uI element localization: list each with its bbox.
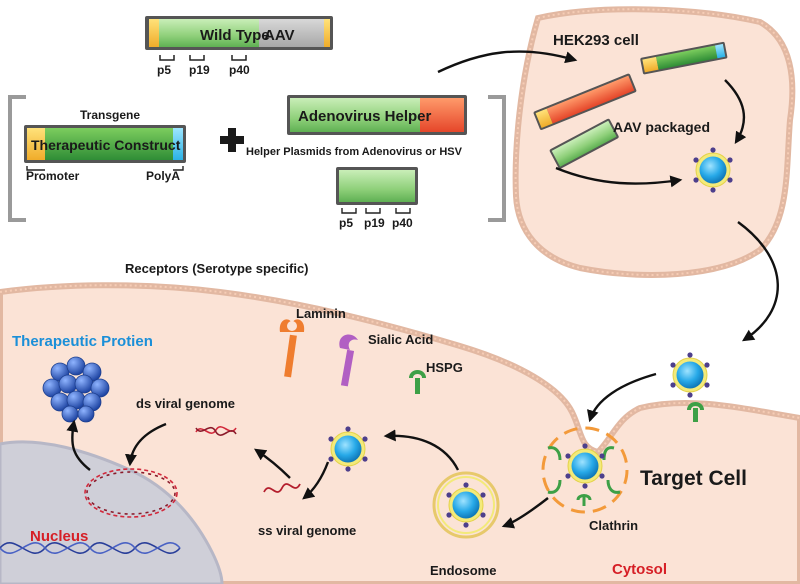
hspg-label: HSPG: [426, 360, 463, 375]
rep-cap-in-cell: [549, 118, 619, 169]
hspg-receptor: [409, 370, 426, 394]
receptors-label: Receptors (Serotype specific): [125, 261, 309, 276]
clathrin-label: Clathrin: [589, 518, 638, 533]
arrows-cell: [66, 372, 657, 529]
endosome-label: Endosome: [430, 563, 496, 578]
nucleus-label: Nucleus: [30, 528, 88, 545]
endosome: [432, 471, 500, 539]
sialic-acid-label: Sialic Acid: [368, 332, 433, 347]
helper-plasmids-label: Helper Plasmids from Adenovirus or HSV: [246, 146, 463, 158]
ss-viral-genome: [263, 483, 301, 493]
left-bracket: [8, 95, 26, 222]
arrows-top: [437, 50, 779, 342]
sialic-acid-receptor: [339, 334, 358, 387]
p5-label-bottom: p5: [339, 216, 353, 230]
target-cell-label: Target Cell: [640, 467, 747, 490]
hek293-cell-label: HEK293 cell: [553, 32, 639, 49]
ss-viral-genome-label: ss viral genome: [258, 523, 356, 538]
p19-label-bottom: p19: [364, 216, 385, 230]
chromatin-dna: [0, 542, 181, 554]
therapeutic-protein-label: Therapeutic Protien: [12, 333, 153, 350]
adenovirus-helper-label: Adenovirus Helper: [298, 108, 432, 125]
laminin-label: Laminin: [296, 306, 346, 321]
p19-label-top: p19: [189, 63, 210, 77]
ds-viral-genome: [195, 426, 237, 436]
transgene-label: Transgene: [80, 108, 140, 122]
p5-label-top: p5: [157, 63, 171, 77]
laminin-receptor: [279, 319, 305, 378]
capsid-bound-receptor: [669, 351, 711, 422]
clathrin-coated-pit: [541, 426, 629, 514]
wild-type-aav-construct: Wild Type AAV p5 p19 p40: [145, 16, 333, 77]
helper-in-cell: [533, 73, 637, 130]
aav-label: AAV: [264, 27, 295, 44]
right-bracket: [488, 95, 506, 222]
construct-in-cell: [640, 41, 728, 75]
wild-type-label: Wild Type: [200, 27, 270, 44]
adenovirus-helper-construct: Adenovirus Helper Helper Plasmids from A…: [246, 95, 467, 158]
p40-label-bottom: p40: [392, 216, 413, 230]
therapeutic-construct: Transgene Therapeutic Construct Promoter…: [24, 108, 186, 183]
protein-cluster: [42, 356, 110, 423]
nucleus: [0, 440, 224, 584]
p40-label-top: p40: [229, 63, 250, 77]
ds-viral-genome-label: ds viral genome: [136, 396, 235, 411]
plus-icon: [220, 128, 244, 152]
therapeutic-construct-label: Therapeutic Construct: [31, 137, 181, 153]
aav-packaged-label: AAV packaged: [613, 119, 710, 135]
ds-dna-loop: [84, 468, 178, 518]
cytosol-label: Cytosol: [612, 561, 667, 578]
promoter-label: Promoter: [26, 169, 80, 183]
rep-cap-plasmid: p5 p19 p40: [336, 167, 418, 230]
polya-label: PolyA: [146, 169, 180, 183]
hek293-cell: HEK293 cell AAV packaged: [512, 6, 796, 278]
